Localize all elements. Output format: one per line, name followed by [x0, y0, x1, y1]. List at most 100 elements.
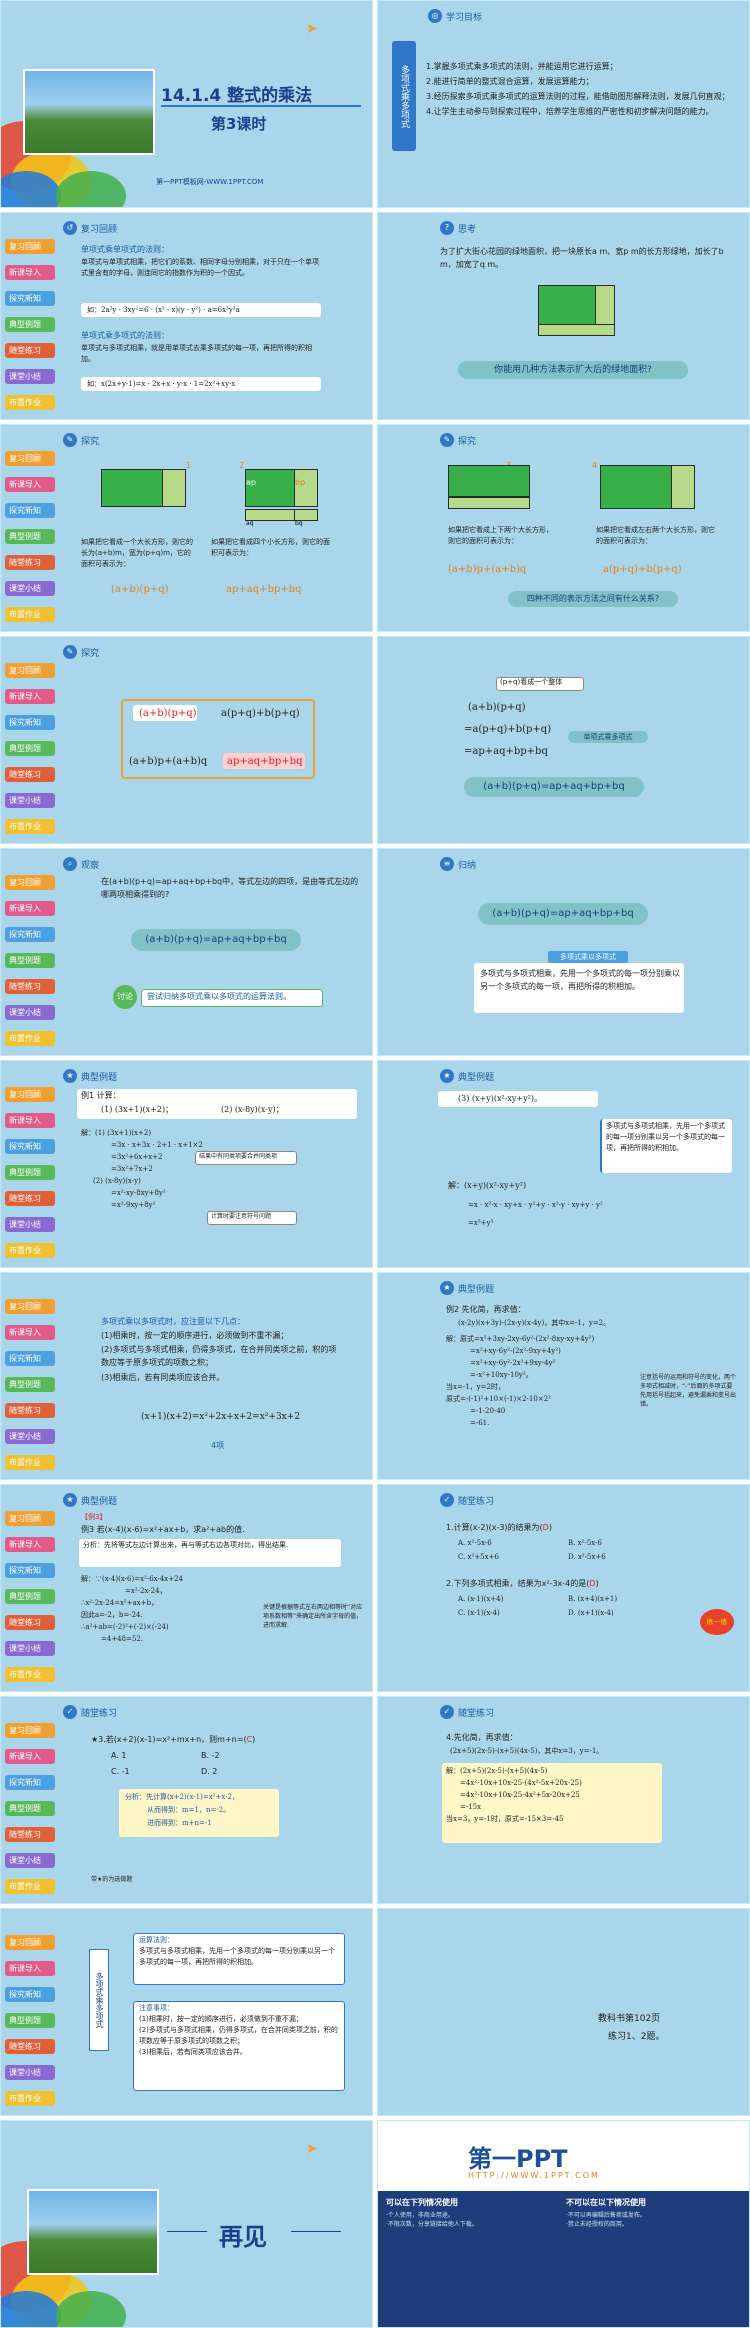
slide-review[interactable]: 复习回顾 新课导入 探究新知 典型例题 随堂练习 课堂小结 布置作业 ↺复习回顾…: [0, 212, 373, 420]
option[interactable]: C. (x-1)(x-4): [458, 1609, 500, 1617]
option[interactable]: A. (x-1)(x+4): [458, 1595, 504, 1603]
sidebar-item[interactable]: 典型例题: [5, 953, 55, 968]
slide-rule[interactable]: ≡归纳 (a+b)(p+q)=ap+aq+bp+bq 多项式乘以多项式 多项式与…: [377, 848, 750, 1056]
slide-example-3[interactable]: 复习回顾 新课导入 探究新知 典型例题 随堂练习 课堂小结 布置作业 ★典型例题…: [0, 1484, 373, 1692]
option[interactable]: C. -1: [111, 1767, 130, 1776]
slide-license[interactable]: 第一PPT HTTP://WWW.1PPT.COM 可以在下列情况使用 ·个人使…: [377, 2120, 750, 2328]
sidebar-item[interactable]: 新课导入: [5, 1961, 55, 1976]
sidebar-nav[interactable]: 复习回顾 新课导入 探究新知 典型例题 随堂练习 课堂小结 布置作业: [5, 1511, 55, 1691]
slide-think[interactable]: ?思考 为了扩大街心花园的绿地面积，把一块原长a m、宽p m的长方形绿地，加长…: [377, 212, 750, 420]
sidebar-item[interactable]: 布置作业: [5, 1243, 55, 1258]
slide-example-2[interactable]: ★典型例题 例2 先化简，再求值： (x-2y)(x+3y)-(2x-y)(x-…: [377, 1272, 750, 1480]
sidebar-item[interactable]: 复习回顾: [5, 1723, 55, 1738]
sidebar-item[interactable]: 课堂小结: [5, 1005, 55, 1020]
sidebar-item[interactable]: 探究新知: [5, 1563, 55, 1578]
sidebar-item[interactable]: 随堂练习: [5, 2039, 55, 2054]
slide-equations[interactable]: 复习回顾 新课导入 探究新知 典型例题 随堂练习 课堂小结 布置作业 ✎探究 (…: [0, 636, 373, 844]
slide-observe[interactable]: 复习回顾 新课导入 探究新知 典型例题 随堂练习 课堂小结 布置作业 ⌕观察 在…: [0, 848, 373, 1056]
sidebar-item[interactable]: 探究新知: [5, 291, 55, 306]
sidebar-item[interactable]: 随堂练习: [5, 555, 55, 570]
slide-goodbye[interactable]: ➤ 再见: [0, 2120, 373, 2328]
sidebar-item[interactable]: 探究新知: [5, 1987, 55, 2002]
sidebar-item[interactable]: 课堂小结: [5, 369, 55, 384]
sidebar-item[interactable]: 新课导入: [5, 477, 55, 492]
sidebar-item[interactable]: 典型例题: [5, 2013, 55, 2028]
option[interactable]: A. 1: [111, 1751, 127, 1760]
sidebar-nav[interactable]: 复习回顾 新课导入 探究新知 典型例题 随堂练习 课堂小结 布置作业: [5, 1299, 55, 1479]
sidebar-item[interactable]: 探究新知: [5, 503, 55, 518]
sidebar-nav[interactable]: 复习回顾 新课导入 探究新知 典型例题 随堂练习 课堂小结 布置作业: [5, 875, 55, 1055]
sidebar-item[interactable]: 典型例题: [5, 741, 55, 756]
sidebar-item[interactable]: 布置作业: [5, 1455, 55, 1470]
sidebar-item[interactable]: 复习回顾: [5, 1299, 55, 1314]
sidebar-item[interactable]: 课堂小结: [5, 793, 55, 808]
sidebar-item[interactable]: 复习回顾: [5, 663, 55, 678]
sidebar-item[interactable]: 课堂小结: [5, 2065, 55, 2080]
sidebar-item[interactable]: 课堂小结: [5, 1429, 55, 1444]
option[interactable]: D. x²-5x+6: [568, 1553, 606, 1561]
sidebar-item[interactable]: 复习回顾: [5, 1935, 55, 1950]
sidebar-nav[interactable]: 复习回顾 新课导入 探究新知 典型例题 随堂练习 课堂小结 布置作业: [5, 239, 55, 419]
sidebar-item[interactable]: 新课导入: [5, 1113, 55, 1128]
sidebar-nav[interactable]: 复习回顾 新课导入 探究新知 典型例题 随堂练习 课堂小结 布置作业: [5, 1935, 55, 2115]
slide-notes[interactable]: 复习回顾 新课导入 探究新知 典型例题 随堂练习 课堂小结 布置作业 多项式乘以…: [0, 1272, 373, 1480]
sidebar-item[interactable]: 典型例题: [5, 1589, 55, 1604]
sidebar-nav[interactable]: 复习回顾 新课导入 探究新知 典型例题 随堂练习 课堂小结 布置作业: [5, 1723, 55, 1903]
option[interactable]: B. x²-5x-6: [568, 1539, 602, 1547]
sidebar-item[interactable]: 探究新知: [5, 1139, 55, 1154]
sidebar-item[interactable]: 布置作业: [5, 819, 55, 834]
sidebar-item[interactable]: 布置作业: [5, 607, 55, 622]
sidebar-item[interactable]: 课堂小结: [5, 1853, 55, 1868]
sidebar-item[interactable]: 新课导入: [5, 1749, 55, 1764]
sidebar-item[interactable]: 探究新知: [5, 715, 55, 730]
sidebar-item[interactable]: 探究新知: [5, 1351, 55, 1366]
slide-homework[interactable]: 教科书第102页 练习1、2题。: [377, 1908, 750, 2116]
sidebar-item[interactable]: 布置作业: [5, 1031, 55, 1046]
slide-practice-2[interactable]: 复习回顾 新课导入 探究新知 典型例题 随堂练习 课堂小结 布置作业 ✓随堂练习…: [0, 1696, 373, 1904]
sidebar-item[interactable]: 随堂练习: [5, 979, 55, 994]
slide-practice-3[interactable]: ✓随堂练习 4.先化简，再求值： (2x+5)(2x-5)-(x+5)(4x-5…: [377, 1696, 750, 1904]
sidebar-item[interactable]: 布置作业: [5, 2091, 55, 2106]
sidebar-item[interactable]: 布置作业: [5, 395, 55, 410]
sidebar-nav[interactable]: 复习回顾 新课导入 探究新知 典型例题 随堂练习 课堂小结 布置作业: [5, 451, 55, 631]
option[interactable]: C. x²+5x+6: [458, 1553, 499, 1561]
sidebar-item[interactable]: 随堂练习: [5, 343, 55, 358]
sidebar-item[interactable]: 布置作业: [5, 1667, 55, 1682]
sidebar-item[interactable]: 典型例题: [5, 317, 55, 332]
sidebar-item[interactable]: 复习回顾: [5, 239, 55, 254]
sidebar-item[interactable]: 典型例题: [5, 1377, 55, 1392]
sidebar-item[interactable]: 复习回顾: [5, 875, 55, 890]
sidebar-item[interactable]: 随堂练习: [5, 1827, 55, 1842]
slide-summary[interactable]: 复习回顾 新课导入 探究新知 典型例题 随堂练习 课堂小结 布置作业 多项式乘多…: [0, 1908, 373, 2116]
sidebar-item[interactable]: 典型例题: [5, 529, 55, 544]
sidebar-item[interactable]: 探究新知: [5, 1775, 55, 1790]
sidebar-item[interactable]: 新课导入: [5, 1325, 55, 1340]
option[interactable]: A. x²-5x-6: [458, 1539, 492, 1547]
option[interactable]: D. (x+1)(x-4): [568, 1609, 614, 1617]
option[interactable]: B. (x+4)(x+1): [568, 1595, 618, 1603]
sidebar-item[interactable]: 新课导入: [5, 1537, 55, 1552]
slide-explore-1[interactable]: 复习回顾 新课导入 探究新知 典型例题 随堂练习 课堂小结 布置作业 ✎探究 1…: [0, 424, 373, 632]
slide-example-1b[interactable]: ★典型例题 (3) (x+y)(x²-xy+y²)。 多项式与多项式相乘，先用一…: [377, 1060, 750, 1268]
sidebar-item[interactable]: 复习回顾: [5, 1511, 55, 1526]
slide-practice-1[interactable]: ✓随堂练习 1.计算(x-2)(x-3)的结果为(D) A. x²-5x-6 B…: [377, 1484, 750, 1692]
slide-explore-2[interactable]: ✎探究 3 4 如果把它看成上下两个大长方形，则它的面积可表示为： 如果把它看成…: [377, 424, 750, 632]
sidebar-nav[interactable]: 复习回顾 新课导入 探究新知 典型例题 随堂练习 课堂小结 布置作业: [5, 1087, 55, 1267]
sidebar-item[interactable]: 布置作业: [5, 1879, 55, 1894]
sidebar-item[interactable]: 复习回顾: [5, 451, 55, 466]
brand-url[interactable]: HTTP://WWW.1PPT.COM: [468, 2171, 600, 2180]
sidebar-item[interactable]: 课堂小结: [5, 581, 55, 596]
sidebar-item[interactable]: 新课导入: [5, 689, 55, 704]
sidebar-item[interactable]: 随堂练习: [5, 1191, 55, 1206]
slide-derivation[interactable]: (p+q)看成一个整体 (a+b)(p+q) =a(p+q)+b(p+q) 单项…: [377, 636, 750, 844]
sidebar-item[interactable]: 随堂练习: [5, 1403, 55, 1418]
sidebar-item[interactable]: 课堂小结: [5, 1217, 55, 1232]
sidebar-item[interactable]: 复习回顾: [5, 1087, 55, 1102]
sidebar-item[interactable]: 新课导入: [5, 901, 55, 916]
sidebar-item[interactable]: 随堂练习: [5, 1615, 55, 1630]
slide-example-1[interactable]: 复习回顾 新课导入 探究新知 典型例题 随堂练习 课堂小结 布置作业 ★典型例题…: [0, 1060, 373, 1268]
sidebar-item[interactable]: 课堂小结: [5, 1641, 55, 1656]
sidebar-item[interactable]: 随堂练习: [5, 767, 55, 782]
sidebar-item[interactable]: 典型例题: [5, 1801, 55, 1816]
sidebar-nav[interactable]: 复习回顾 新课导入 探究新知 典型例题 随堂练习 课堂小结 布置作业: [5, 663, 55, 843]
